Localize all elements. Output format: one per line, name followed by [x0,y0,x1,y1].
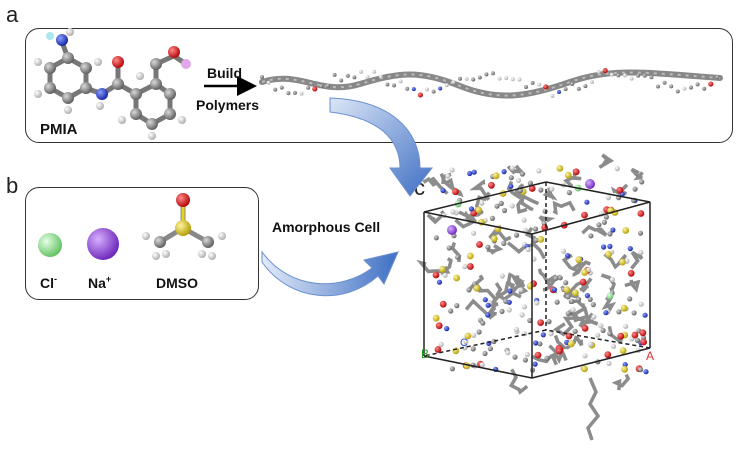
amorphous-cell-label: Amorphous Cell [272,219,380,235]
panel-label-a: a [6,2,19,27]
panel-b-box [25,187,259,300]
flow-arrow-b-to-c [261,250,399,297]
polymer-chain [259,67,723,99]
pmia-label: PMIA [40,121,78,138]
dmso-label: DMSO [156,275,198,291]
amorphous-cell [416,153,651,441]
build-label: Build [207,65,242,81]
chloride-label: Cl- [40,274,57,291]
panel-label-b: b [6,173,19,198]
polymers-label: Polymers [196,97,259,113]
axis-label-a: A [646,349,654,363]
pmia-monomer [34,28,191,140]
flow-arrow-a-to-c [329,97,434,197]
axis-label-c: C [460,337,468,349]
dmso-molecule [142,193,226,260]
sodium-ion [87,228,119,260]
chloride-ion [38,233,62,257]
axis-label-b: B [421,347,429,361]
sodium-label: Na+ [88,274,111,291]
panel-label-c: c [414,175,425,200]
